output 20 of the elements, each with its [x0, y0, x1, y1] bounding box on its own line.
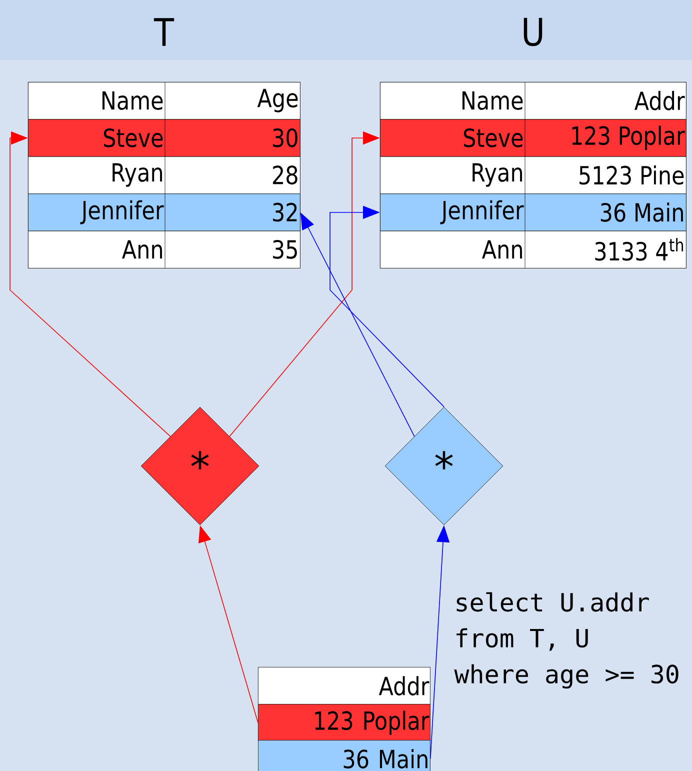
- table-row: Ryan 28: [28, 156, 300, 194]
- code-text: select U.addr: [456, 592, 649, 612]
- code-text: where age >= 30: [454, 664, 678, 689]
- table-row: Ann 35: [28, 230, 300, 268]
- arrow: [10, 131, 171, 437]
- table-row: Ann 3133 4$^{th}$: [380, 230, 686, 268]
- code-text: from T, U: [456, 628, 588, 651]
- table-row: Jennifer 32: [28, 193, 300, 232]
- table-row: Jennifer 36 Main: [380, 193, 686, 232]
- table-row: Ryan 5123 Pine: [380, 156, 686, 194]
- table-row: 123 Poplar: [258, 704, 430, 742]
- table-row: Steve 30: [28, 119, 300, 157]
- table-row: 36 Main: [258, 740, 430, 771]
- table-row: Steve 123 Poplar: [380, 119, 686, 157]
- table-row: Name Addr: [380, 82, 686, 120]
- table-row: Name Age: [28, 82, 300, 120]
- node-label: U: [524, 18, 542, 46]
- arrow: [330, 206, 444, 408]
- table-row: Addr: [258, 667, 430, 705]
- node-label: T: [154, 18, 174, 46]
